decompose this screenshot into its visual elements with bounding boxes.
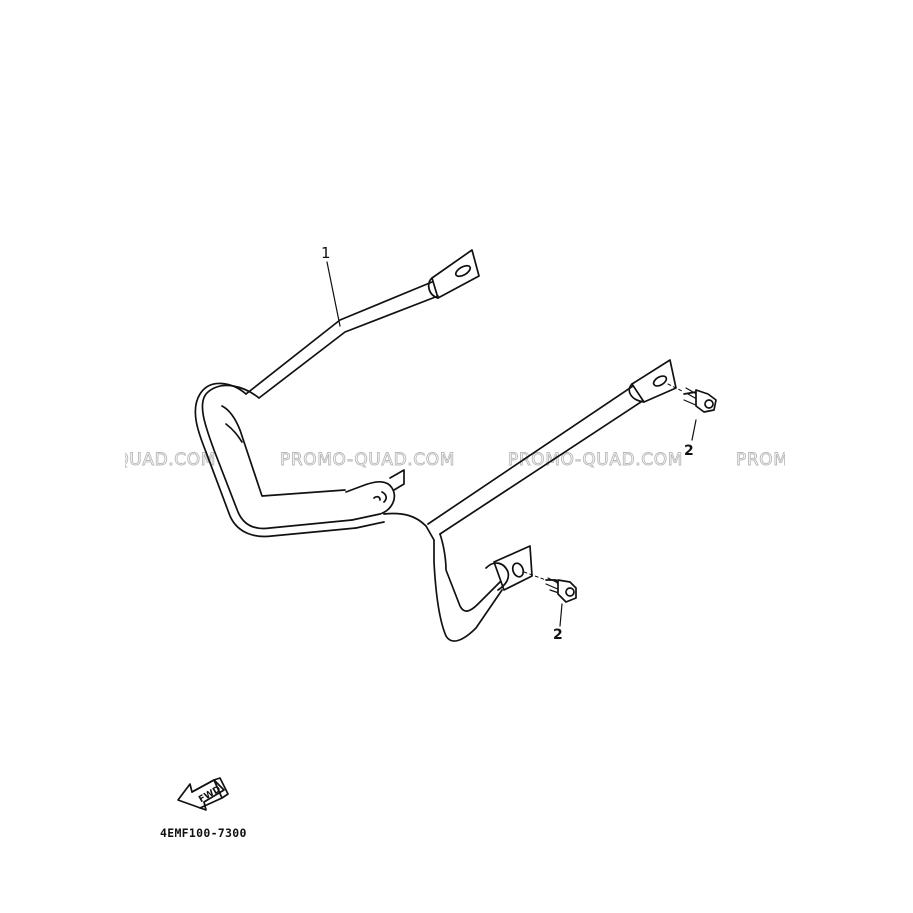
- watermark-text: PROMO-QUAD.COM: [125, 450, 216, 470]
- watermark-text: PROMO-QUAD.COM: [508, 450, 683, 470]
- attachment-line-lower: [523, 571, 547, 581]
- watermark-text: PROMO-QUAD.COM: [736, 450, 785, 470]
- mount-slot-upper-left: [454, 264, 472, 278]
- cross-tube: [345, 480, 396, 521]
- rear-guard-frame: [194, 249, 677, 642]
- forward-arrow-icon: [177, 777, 229, 811]
- leader-line-bolt-lower: [559, 603, 563, 627]
- leader-line-bolt-upper: [691, 419, 697, 441]
- callout-part-2-lower: 2: [553, 627, 563, 643]
- front-leg: [383, 512, 503, 642]
- watermark-text: PROMO-QUAD.COM: [280, 450, 455, 470]
- mount-slot-lower: [511, 562, 525, 578]
- watermark-row: PROMO-QUAD.COM PROMO-QUAD.COM PROMO-QUAD…: [125, 450, 785, 472]
- callout-part-1: 1: [321, 244, 331, 262]
- leader-line-part-1: [326, 261, 341, 327]
- bolt-lower: [545, 577, 577, 603]
- mount-slot-upper-right: [652, 375, 668, 387]
- upper-tube: [258, 295, 439, 399]
- right-tube: [427, 383, 637, 525]
- callout-part-2-upper: 2: [684, 443, 694, 459]
- diagram-part-code: 4EMF100-7300: [160, 826, 247, 840]
- bolt-upper: [683, 387, 717, 413]
- attachment-line-upper: [667, 383, 685, 393]
